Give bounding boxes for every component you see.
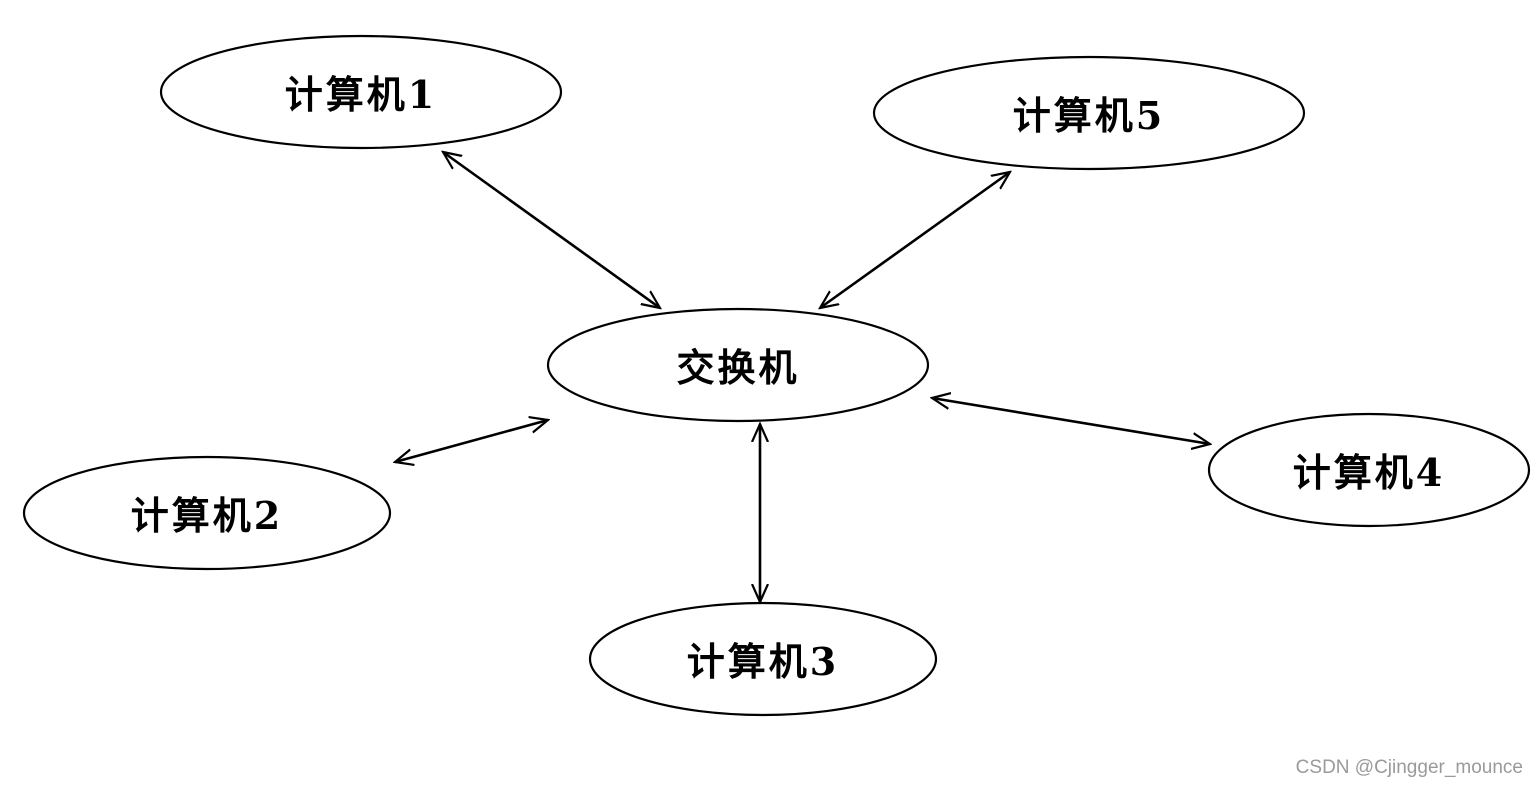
node-ellipse — [1207, 412, 1531, 528]
edge-hub-computer-5 — [820, 172, 1010, 308]
computer-node-3: 计算机3 — [588, 601, 938, 717]
node-ellipse — [159, 34, 563, 150]
node-label: 计算机3 — [687, 639, 839, 684]
node-label: 交换机 — [676, 345, 799, 390]
node-ellipse — [22, 455, 392, 571]
computer-node-2: 计算机2 — [22, 455, 392, 571]
node-label: 计算机1 — [285, 72, 437, 117]
node-label: 计算机5 — [1013, 93, 1165, 138]
node-label: 计算机2 — [131, 493, 283, 538]
node-label: 计算机4 — [1293, 450, 1445, 495]
computer-node-1: 计算机1 — [159, 34, 563, 150]
edge-hub-computer-1 — [443, 152, 660, 308]
node-ellipse — [588, 601, 938, 717]
switch-node: 交换机 — [546, 307, 930, 423]
computer-node-5: 计算机5 — [872, 55, 1306, 171]
node-ellipse — [546, 307, 930, 423]
watermark-text: CSDN @Cjingger_mounce — [1295, 757, 1523, 778]
node-ellipse — [872, 55, 1306, 171]
computer-node-4: 计算机4 — [1207, 412, 1531, 528]
edge-hub-computer-2 — [395, 420, 548, 462]
edge-hub-computer-4 — [932, 398, 1210, 444]
